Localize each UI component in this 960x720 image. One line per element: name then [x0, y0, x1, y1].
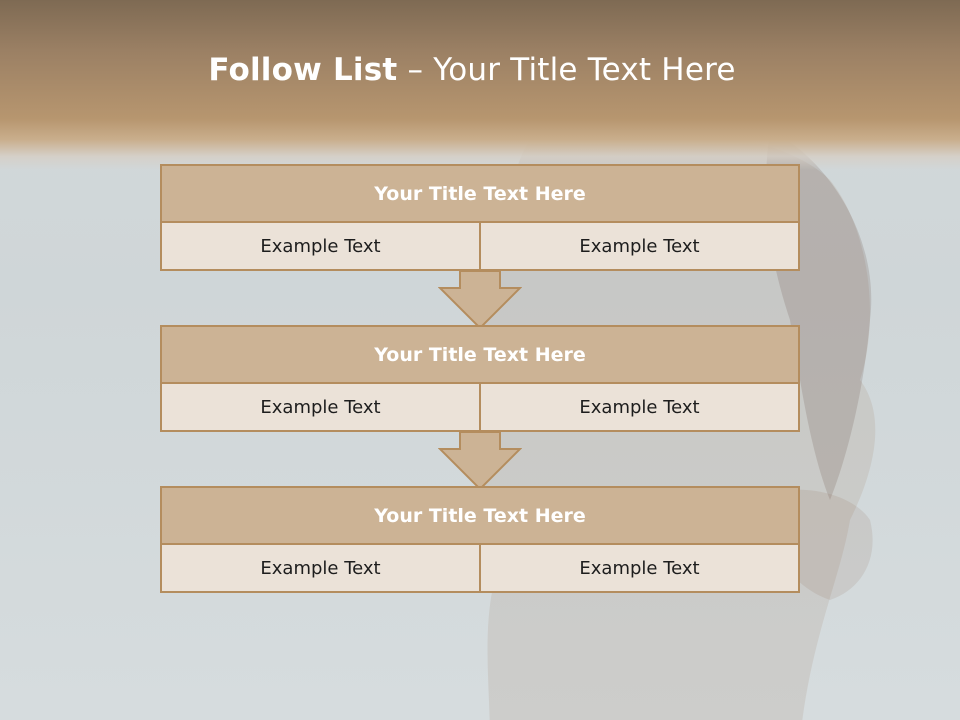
down-arrow-icon — [438, 270, 522, 330]
title-bold: Follow List — [208, 52, 398, 88]
step-right-text: Example Text — [479, 384, 798, 430]
step-row: Example Text Example Text — [162, 384, 798, 430]
step-heading: Your Title Text Here — [162, 166, 798, 223]
step-heading: Your Title Text Here — [162, 488, 798, 545]
step-box-2: Your Title Text Here Example Text Exampl… — [160, 325, 800, 432]
slide-title: Follow List – Your Title Text Here — [0, 52, 944, 88]
step-box-3: Your Title Text Here Example Text Exampl… — [160, 486, 800, 593]
step-box-1: Your Title Text Here Example Text Exampl… — [160, 164, 800, 271]
step-left-text: Example Text — [260, 235, 381, 257]
step-heading: Your Title Text Here — [162, 327, 798, 384]
step-row: Example Text Example Text — [162, 223, 798, 269]
step-left-text: Example Text — [260, 396, 381, 418]
step-row: Example Text Example Text — [162, 545, 798, 591]
down-arrow-icon — [438, 431, 522, 491]
title-band — [0, 0, 960, 170]
title-rest: – Your Title Text Here — [407, 52, 736, 88]
step-right-text: Example Text — [479, 545, 798, 591]
step-left-text: Example Text — [260, 557, 381, 579]
step-right-text: Example Text — [479, 223, 798, 269]
